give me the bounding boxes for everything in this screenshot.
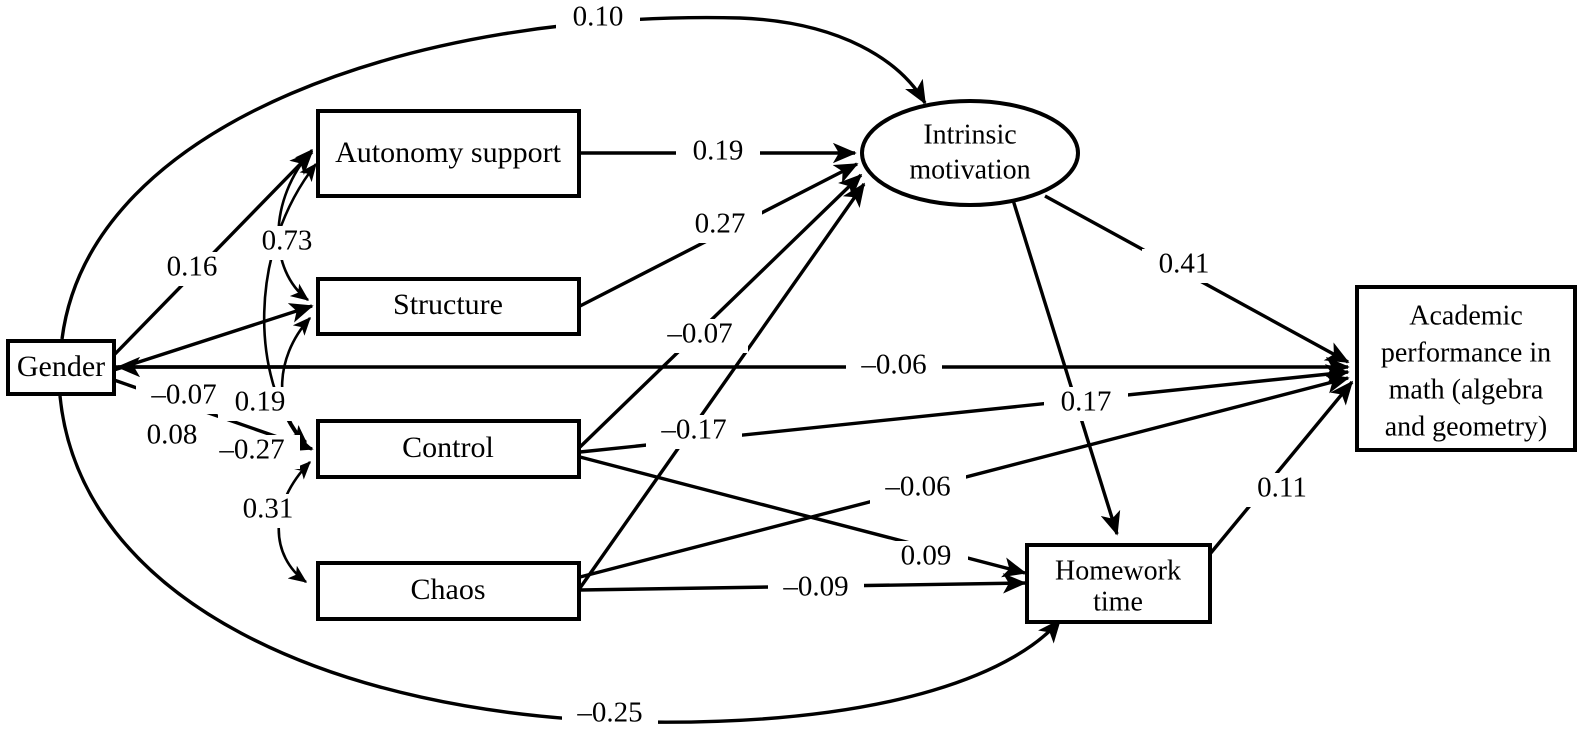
node-academic-label-line3: math (algebra [1389,374,1544,405]
svg-text:–0.09: –0.09 [782,571,848,603]
coef-motivation-to-homework: 0.17 [1044,386,1128,421]
edge-structure-control-correlation [280,317,311,443]
node-control[interactable]: Control [316,419,581,479]
coef-structure-control-correlation: 0.19 [218,386,302,421]
coef-motivation-to-academic: 0.41 [1142,248,1226,283]
coef-control-to-homework: 0.09 [884,540,968,575]
node-homework-time-label-line1: Homework [1055,555,1181,586]
node-autonomy-support-label: Autonomy support [335,136,562,169]
coef-autonomy-structure-correlation: 0.73 [245,225,329,260]
node-chaos-label: Chaos [411,573,486,606]
coef-control-to-academic: –0.06 [870,471,966,506]
svg-text:0.27: 0.27 [695,208,746,240]
coef-gender-to-homework: –0.25 [562,697,658,732]
svg-text:–0.27: –0.27 [218,434,284,466]
svg-text:0.31: 0.31 [243,493,294,525]
edge-homework-to-academic [1203,380,1354,562]
node-gender-label: Gender [17,350,105,383]
svg-text:0.41: 0.41 [1159,248,1210,280]
coef-gender-to-structure: –0.07 [136,379,232,414]
coef-chaos-to-motivation: –0.17 [646,414,742,449]
edge-control-chaos-correlation [277,461,311,584]
edge-chaos-to-motivation [578,182,866,589]
node-gender[interactable]: Gender [6,339,116,396]
node-intrinsic-motivation-label-line2: motivation [909,154,1030,185]
coef-structure-to-motivation: 0.27 [678,208,762,243]
edge-motivation-to-homework [1011,199,1121,536]
coef-gender-to-motivation: 0.10 [556,1,640,36]
svg-text:0.16: 0.16 [167,251,218,283]
coef-autonomy-control-correlation: –0.27 [204,434,300,469]
svg-text:0.19: 0.19 [235,386,286,418]
svg-text:0.11: 0.11 [1257,472,1307,504]
svg-text:–0.25: –0.25 [576,697,642,729]
svg-text:0.10: 0.10 [573,1,624,33]
edge-gender-to-homework [58,395,1062,724]
svg-text:0.08: 0.08 [147,419,198,451]
node-academic-performance[interactable]: Academic performance in math (algebra an… [1355,285,1577,452]
edge-control-to-motivation [578,173,863,449]
coef-gender-to-academic: –0.06 [846,349,942,384]
node-autonomy-support[interactable]: Autonomy support [316,109,581,198]
coef-autonomy-to-motivation: 0.19 [676,135,760,170]
node-academic-label-line2: performance in [1381,337,1551,368]
svg-text:–0.06: –0.06 [860,349,926,381]
svg-text:0.19: 0.19 [693,135,744,167]
svg-text:–0.07: –0.07 [666,318,732,350]
svg-text:0.73: 0.73 [262,225,313,257]
node-homework-time-label-line2: time [1093,586,1143,617]
node-structure[interactable]: Structure [316,277,581,336]
node-intrinsic-motivation-label-line1: Intrinsic [923,119,1016,150]
svg-text:–0.17: –0.17 [660,414,726,446]
coef-gender-to-autonomy: 0.16 [150,251,234,286]
svg-text:–0.06: –0.06 [884,471,950,503]
svg-text:0.09: 0.09 [901,540,952,572]
node-control-label: Control [402,431,494,464]
edge-gender-to-motivation [60,15,927,340]
coef-gender-to-control: 0.08 [130,419,214,454]
node-homework-time[interactable]: Homework time [1025,543,1212,624]
node-chaos[interactable]: Chaos [316,561,581,621]
coef-chaos-to-homework: –0.09 [768,571,864,606]
edge-gender-to-structure [113,303,314,372]
node-academic-label-line1: Academic [1409,300,1523,331]
node-structure-label: Structure [393,288,503,321]
coef-control-chaos-correlation: 0.31 [226,493,310,528]
coef-control-to-motivation: –0.07 [652,318,748,353]
svg-text:0.17: 0.17 [1061,386,1112,418]
coef-homework-to-academic: 0.11 [1240,472,1324,507]
svg-text:–0.07: –0.07 [150,379,216,411]
node-intrinsic-motivation[interactable]: Intrinsic motivation [860,99,1080,207]
node-academic-label-line4: and geometry) [1385,411,1548,442]
